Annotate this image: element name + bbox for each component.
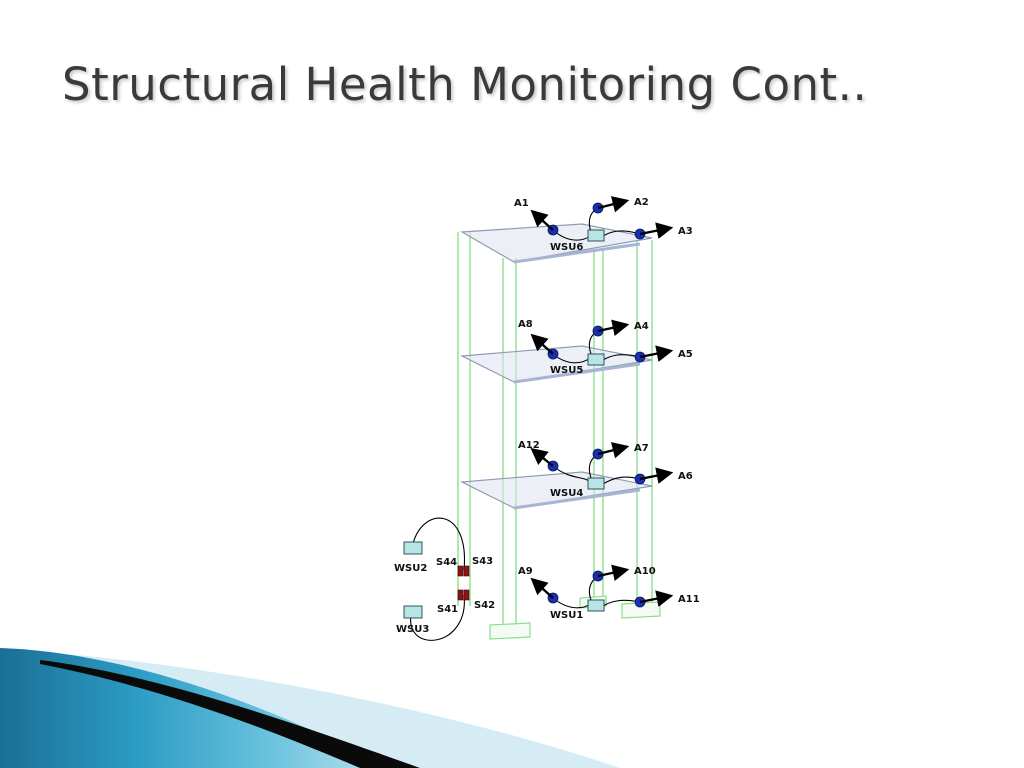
strain-gauge-s41 (457, 589, 464, 601)
wsu3-box (403, 605, 423, 619)
wsu4-box (587, 477, 605, 490)
wsu6-box (587, 229, 605, 242)
base-plates (489, 595, 661, 640)
wsu1-box (587, 599, 605, 612)
slide-title: Structural Health Monitoring Cont.. (62, 58, 868, 111)
label-a5: A5 (678, 349, 693, 360)
direction-arrows (530, 196, 674, 607)
strain-gauges (457, 565, 470, 601)
label-wsu5: WSU5 (550, 365, 583, 376)
strain-gauge-s43 (463, 565, 470, 577)
diagram-labels: A1 A2 A3 A4 A5 A6 A7 A8 A9 A10 A11 A12 W… (394, 197, 700, 635)
label-a7: A7 (634, 443, 649, 454)
label-s41: S41 (437, 604, 458, 615)
label-wsu4: WSU4 (550, 488, 583, 499)
wsu2-box (403, 541, 423, 555)
label-a11: A11 (678, 594, 700, 605)
label-a12: A12 (518, 440, 540, 451)
building-frame (457, 232, 653, 628)
label-s44: S44 (436, 557, 457, 568)
wsu-boxes (403, 229, 605, 619)
label-s43: S43 (472, 556, 493, 567)
label-a6: A6 (678, 471, 693, 482)
floor-beams (513, 242, 641, 510)
wsu5-box (587, 353, 605, 366)
label-wsu3: WSU3 (396, 624, 429, 635)
label-a1: A1 (514, 198, 529, 209)
strain-gauge-s44 (457, 565, 464, 577)
label-a8: A8 (518, 319, 533, 330)
label-a3: A3 (678, 226, 693, 237)
label-a9: A9 (518, 566, 533, 577)
label-s42: S42 (474, 600, 495, 611)
label-a4: A4 (634, 321, 649, 332)
label-a2: A2 (634, 197, 649, 208)
strain-gauge-s42 (463, 589, 470, 601)
label-wsu2: WSU2 (394, 563, 427, 574)
label-wsu1: WSU1 (550, 610, 583, 621)
label-a10: A10 (634, 566, 656, 577)
label-wsu6: WSU6 (550, 242, 583, 253)
